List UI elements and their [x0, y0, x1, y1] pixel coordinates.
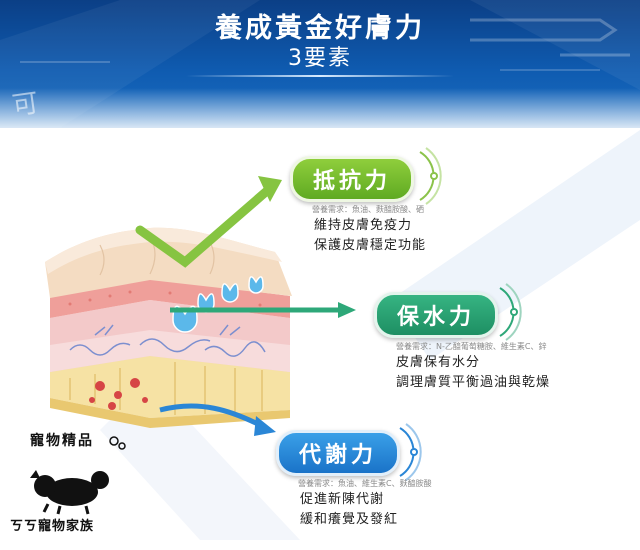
- resistance-pill: 抵抗力: [290, 156, 414, 202]
- fat-layer-edge: [50, 398, 290, 428]
- title-underline: [186, 75, 454, 77]
- header-banner: 養成黃金好膚力 3要素 可: [0, 0, 640, 128]
- page-subtitle: 3要素: [288, 46, 352, 71]
- logo-text-bottom: ㄎㄎ寵物家族: [10, 519, 95, 534]
- moisture-pill: 保水力: [374, 292, 498, 338]
- fat-layer: [50, 350, 290, 418]
- moisture-line-2: 調理膚質平衡過油與乾燥: [396, 375, 551, 390]
- blue-arrow: [159, 403, 264, 429]
- logo-text-top: 寵物精品: [30, 433, 94, 449]
- dermis-lower: [50, 330, 290, 372]
- resistance-nutrients: 營養需求：魚油、麩醯胺酸、硒: [312, 205, 424, 214]
- metabolism-line-2: 緩和癢覺及發紅: [300, 512, 399, 527]
- veins: [69, 324, 266, 357]
- pill-arcs: [399, 147, 522, 481]
- header-fade: [0, 88, 640, 128]
- metabolism-pill: 代謝力: [276, 430, 400, 476]
- metabolism-nutrients: 營養需求：魚油、維生素C、麩醯胺酸: [298, 479, 432, 488]
- logo-dog-icon: [30, 470, 109, 515]
- metabolism-line-1: 促進新陳代謝: [300, 492, 385, 507]
- moisture-line-1: 皮膚保有水分: [396, 355, 481, 370]
- page-title: 養成黃金好膚力: [215, 13, 425, 44]
- logo-paw-icon: [109, 436, 126, 450]
- green-check-arrow: [135, 185, 273, 268]
- resistance-line-1: 維持皮膚免疫力: [314, 218, 413, 233]
- resistance-line-2: 保護皮膚穩定功能: [314, 238, 427, 253]
- moisture-nutrients: 營養需求：N-乙醯葡萄糖胺、維生素C、鋅: [396, 342, 547, 351]
- red-cells: [89, 378, 148, 410]
